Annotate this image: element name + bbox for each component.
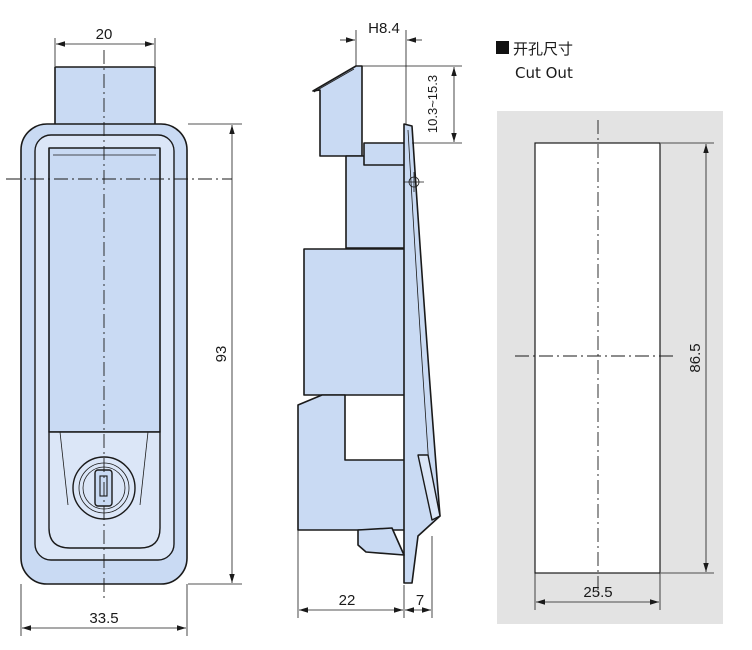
front-view: 20 93 33.5 bbox=[6, 26, 242, 636]
cutout-title-zh: 开孔尺寸 bbox=[513, 40, 573, 58]
dim-bottom-width: 33.5 bbox=[89, 610, 118, 627]
side-hook bbox=[312, 65, 363, 157]
dim-hook-range: 10.3~15.3 bbox=[425, 75, 440, 133]
cutout-title-en: Cut Out bbox=[515, 64, 573, 82]
dim-cutout-width: 25.5 bbox=[583, 584, 612, 601]
dim-hook-height: H8.4 bbox=[368, 20, 400, 37]
dim-cutout-height: 86.5 bbox=[687, 343, 704, 372]
side-view: H8.4 10.3~15.3 22 7 bbox=[297, 20, 462, 618]
dim-depth: 22 bbox=[339, 592, 356, 609]
dim-flange: 7 bbox=[416, 592, 424, 609]
side-pawl bbox=[357, 527, 405, 556]
side-shaft bbox=[345, 155, 407, 249]
cutout-view: 开孔尺寸 Cut Out 86.5 25.5 bbox=[496, 40, 723, 624]
side-lower-block bbox=[297, 394, 407, 531]
front-stem bbox=[54, 66, 156, 130]
keyhole-icon bbox=[94, 469, 113, 507]
cutout-opening bbox=[534, 142, 661, 574]
dim-height: 93 bbox=[213, 346, 230, 363]
cutout-title-square-icon bbox=[496, 41, 509, 54]
dim-top-width: 20 bbox=[96, 26, 113, 43]
front-handle bbox=[48, 147, 161, 433]
side-block bbox=[303, 248, 407, 396]
